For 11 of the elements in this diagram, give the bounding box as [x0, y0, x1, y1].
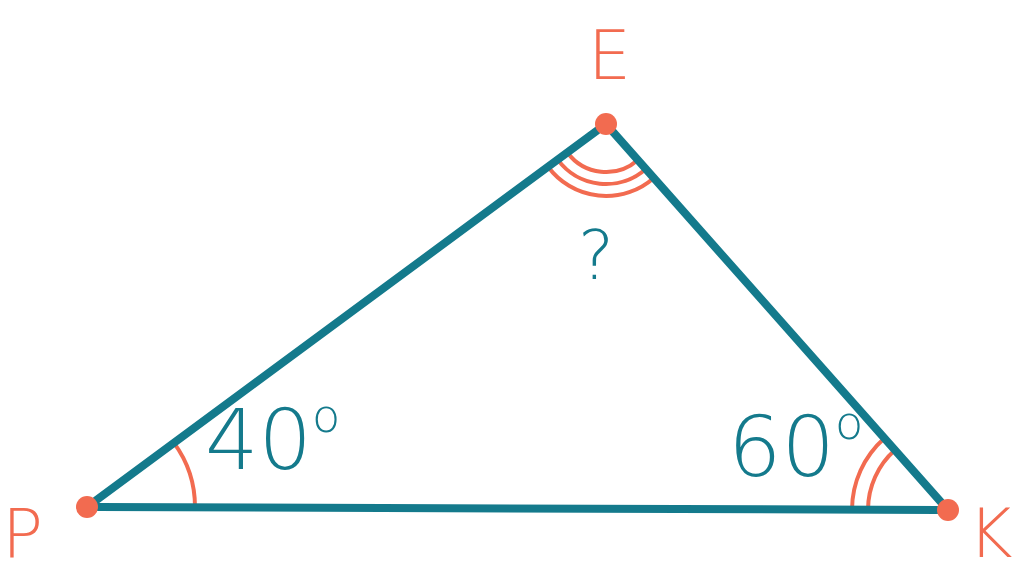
vertex-label: K [968, 500, 1013, 568]
triangle-side [609, 128, 945, 506]
angle-label: 40$^{o}$ [205, 398, 341, 482]
angle-label: 60$^{o}$ [728, 405, 864, 489]
triangle-side [91, 126, 602, 505]
vertex-dot [937, 499, 959, 521]
vertex-label: P [2, 500, 43, 568]
vertex-label: E [588, 22, 631, 90]
angle-label: ? [578, 222, 615, 290]
vertex-dot [76, 496, 98, 518]
vertex-dot [595, 113, 617, 135]
